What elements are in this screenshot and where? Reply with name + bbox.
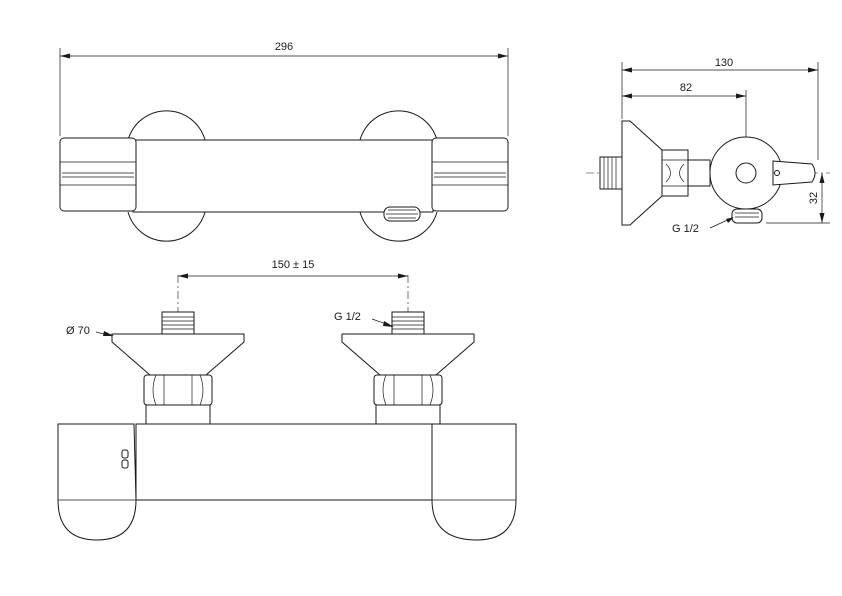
side-flange — [621, 120, 663, 226]
right-rosette — [359, 110, 438, 242]
side-outlet-nut — [731, 208, 763, 224]
left-handle — [59, 137, 137, 212]
side-nut — [661, 149, 689, 197]
main-body — [132, 139, 434, 213]
left-rosette — [127, 110, 206, 242]
left-inlet-flange — [111, 333, 245, 376]
front-view: 296 — [59, 41, 509, 242]
center-distance-label: 150 ± 15 — [272, 259, 315, 271]
side-thread-label: G 1/2 — [672, 223, 699, 235]
depth-label: 130 — [715, 57, 733, 69]
overall-length-label: 296 — [275, 41, 293, 53]
plan-main-body — [135, 423, 433, 501]
left-inlet-thread — [161, 311, 195, 335]
plan-right-handle — [431, 423, 517, 541]
inlet-thread-label: G 1/2 — [334, 311, 361, 323]
right-handle — [431, 137, 509, 212]
side-thread — [599, 156, 623, 190]
plan-view: 150 ± 15 Ø 70 — [57, 259, 517, 541]
side-center-bore — [735, 162, 757, 184]
flange-diameter-label: Ø 70 — [66, 325, 90, 337]
right-inlet-thread — [391, 311, 425, 335]
side-view: 130 82 32 G 1/2 — [586, 57, 830, 235]
side-lever — [772, 160, 816, 186]
height-offset-label: 32 — [808, 192, 820, 204]
plan-left-handle — [57, 423, 137, 541]
depth-center-label: 82 — [680, 82, 692, 94]
right-inlet-flange — [341, 333, 475, 376]
